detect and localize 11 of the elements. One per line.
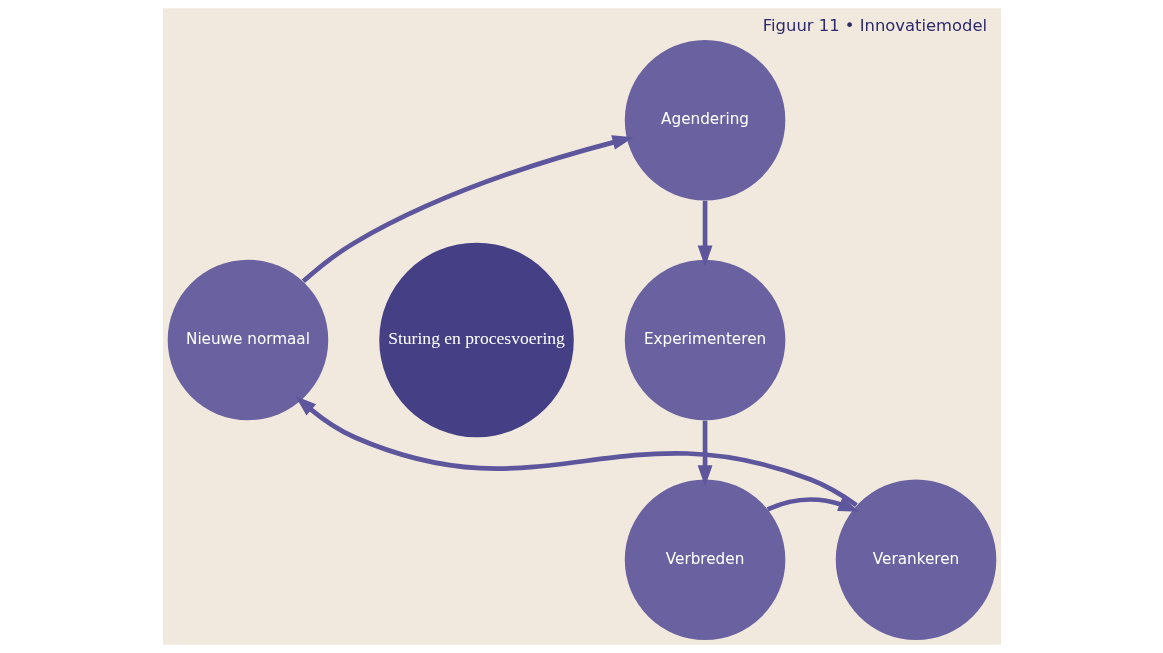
diagram-title: Figuur 11 • Innovatiemodel	[762, 15, 987, 35]
node-circle: Experimenteren	[624, 259, 785, 421]
node-circle: Nieuwe normaal	[167, 259, 328, 421]
node-circle: Verbreden	[624, 479, 785, 640]
arrow	[294, 396, 858, 508]
arrow	[766, 497, 859, 512]
node-circle: Agendering	[624, 39, 785, 201]
arrow	[697, 420, 712, 487]
arrow	[697, 200, 712, 267]
arrow	[301, 135, 634, 284]
node-circle: Sturing en procesvoering	[378, 242, 574, 438]
